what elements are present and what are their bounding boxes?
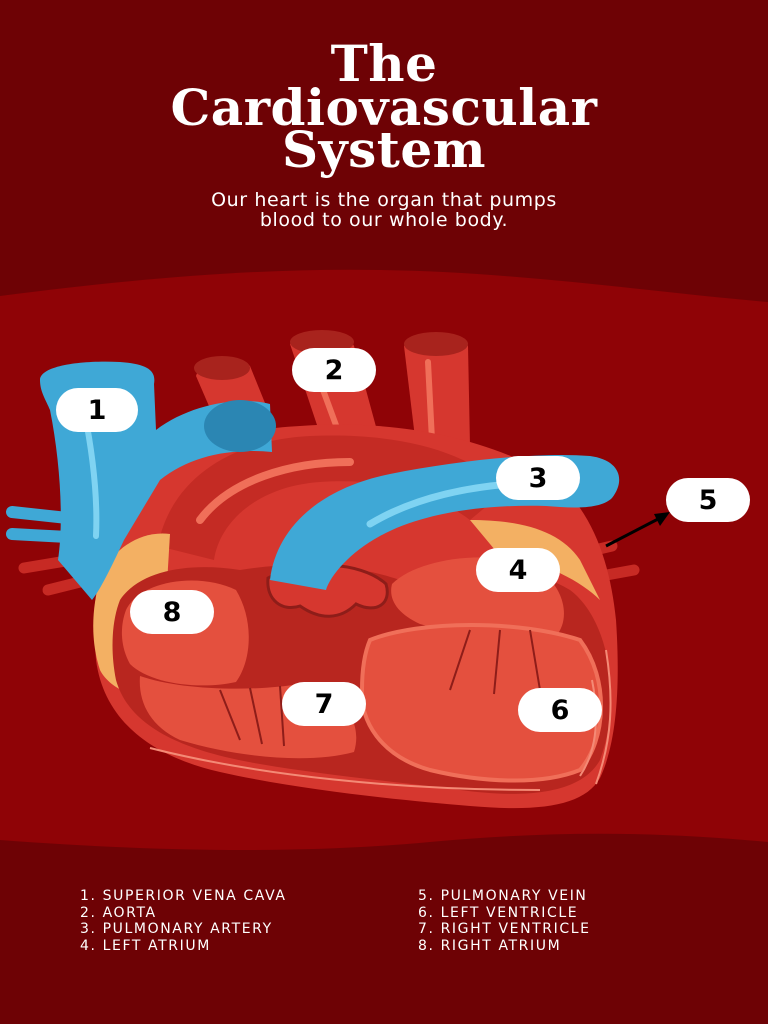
aorta-branch-right-opening (404, 332, 468, 356)
legend-column-right: 5. PULMONARY VEIN 6. LEFT VENTRICLE 7. R… (418, 888, 591, 954)
superior-vena-cava-opening (204, 400, 276, 452)
label-4-badge: 4 (476, 548, 560, 592)
cord-6 (529, 629, 541, 691)
legend-item-2: 2. AORTA (80, 904, 157, 921)
cord-4 (449, 629, 471, 691)
legend-item-8: 8. RIGHT ATRIUM (418, 937, 562, 954)
aorta-highlight-right (425, 359, 435, 443)
cord-2 (249, 687, 263, 745)
aorta-branch-left-opening (194, 356, 250, 380)
title-line-3: System (281, 120, 487, 179)
cord-3 (279, 685, 285, 747)
legend-item-1: 1. SUPERIOR VENA CAVA (80, 888, 287, 904)
legend-item-4: 4. LEFT ATRIUM (80, 937, 211, 954)
label-2-badge: 2 (292, 348, 376, 392)
title-line-1: The (330, 34, 438, 93)
legend-item-6: 6. LEFT VENTRICLE (418, 904, 579, 921)
aortic-arch (158, 435, 506, 560)
legend-item-3: 3. PULMONARY ARTERY (80, 921, 273, 937)
pulmonary-vein-pointer-line (605, 516, 661, 548)
legend-item-5: 5. PULMONARY VEIN (418, 888, 588, 904)
legend-column-left: 1. SUPERIOR VENA CAVA 2. AORTA 3. PULMON… (80, 888, 287, 954)
title-line-2: Cardiovascular (170, 78, 598, 137)
cord-5 (493, 629, 501, 695)
pulmonary-vein-pointer-arrowhead (654, 512, 670, 526)
label-6-badge: 6 (518, 688, 602, 732)
aorta-branch-right (404, 335, 470, 446)
label-7-badge: 7 (282, 682, 366, 726)
aortic-arch-highlight (196, 458, 354, 524)
left-ventricle-cords (449, 629, 541, 695)
right-ventricle-cords (219, 685, 285, 747)
label-3-badge: 3 (496, 456, 580, 500)
label-8-badge: 8 (130, 590, 214, 634)
legend-item-7: 7. RIGHT VENTRICLE (418, 921, 591, 937)
subtitle-line-2: blood to our whole body. (259, 209, 509, 231)
cord-1 (219, 689, 241, 741)
label-5-badge: 5 (666, 478, 750, 522)
muscle-line-1 (149, 747, 541, 791)
subtitle-line-1: Our heart is the organ that pumps (211, 189, 557, 211)
label-1-badge: 1 (56, 388, 138, 432)
pulmonary-artery-highlight (366, 480, 514, 528)
muscle-line-3 (595, 649, 612, 785)
